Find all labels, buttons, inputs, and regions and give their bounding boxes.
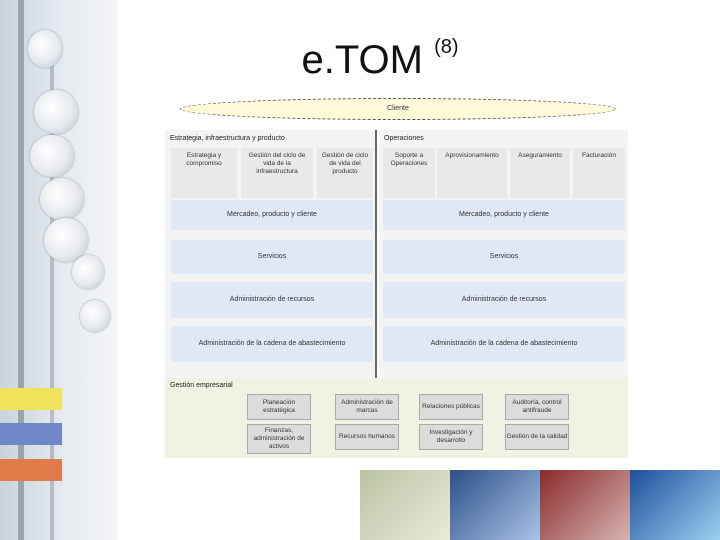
right-band-abastecimiento: Administración de la cadena de abastecim… [383, 326, 625, 362]
etom-diagram: Estrategia, infraestructura y producto E… [165, 130, 628, 458]
gestion-box: Auditoría, control antifraude [505, 394, 569, 420]
gestion-box: Recursos humanos [335, 424, 399, 450]
blue-stripe [0, 423, 62, 445]
right-band-recursos: Administración de recursos [383, 282, 625, 318]
page-title: e.TOM (8) [301, 35, 459, 82]
operations-col-label: Aseguramiento [518, 152, 562, 159]
left-band-servicios: Servicios [171, 240, 373, 274]
satellite-dish-icon [34, 90, 78, 134]
left-band-recursos: Administración de recursos [171, 282, 373, 318]
left-band-abastecimiento: Administración de la cadena de abastecim… [171, 326, 373, 362]
gestion-empresarial-panel: Gestión empresarial Planeación estratégi… [165, 378, 628, 458]
gestion-box: Planeación estratégica [247, 394, 311, 420]
operations-col-box [437, 148, 507, 198]
satellite-dish-icon [44, 218, 88, 262]
right-band-mercadeo: Mercadeo, producto y cliente [383, 200, 625, 230]
tower-mast [18, 0, 24, 540]
satellite-dish-icon [40, 178, 84, 220]
operations-col-label: Soporte a Operaciones [390, 152, 428, 167]
satellite-dish-icon [80, 300, 110, 332]
decorative-photo-strip [360, 470, 720, 540]
satellite-dish-icon [30, 135, 74, 177]
strategy-header: Estrategia, infraestructura y producto [170, 135, 285, 142]
satellite-dish-icon [72, 255, 104, 289]
gestion-box: Investigación y desarrollo [419, 424, 483, 450]
gestion-box: Administración de marcas [335, 394, 399, 420]
strategy-col-label: Gestión de ciclo de vida del producto [321, 152, 369, 175]
strategy-col-box [317, 148, 373, 198]
operations-col-box [573, 148, 625, 198]
strategy-col-label: Gestión del ciclo de vida de la infraest… [248, 152, 306, 175]
section-divider [375, 130, 377, 380]
satellite-dish-icon [28, 30, 62, 68]
right-band-servicios: Servicios [383, 240, 625, 274]
gestion-title: Gestión empresarial [170, 382, 233, 389]
yellow-stripe [0, 388, 62, 410]
strategy-col-label: Estrategia y compromiso [186, 152, 222, 167]
operations-col-label: Facturación [582, 152, 616, 159]
operations-col-box [510, 148, 570, 198]
operations-header: Operaciones [384, 135, 424, 142]
gestion-box: Gestión de la calidad [505, 424, 569, 450]
strategy-col-box [171, 148, 237, 198]
cliente-ellipse: Cliente [180, 98, 616, 120]
operations-col-label: Aprovisionamiento [445, 152, 499, 159]
gestion-box: Finanzas, administración de activos [247, 424, 311, 454]
decorative-tower-sidebar [0, 0, 118, 540]
strategy-col-box [241, 148, 313, 198]
orange-stripe [0, 459, 62, 481]
operations-col-box [383, 148, 435, 198]
left-band-mercadeo: Mercadeo, producto y cliente [171, 200, 373, 230]
gestion-box: Relaciones públicas [419, 394, 483, 420]
tower-mast-secondary [50, 60, 54, 540]
